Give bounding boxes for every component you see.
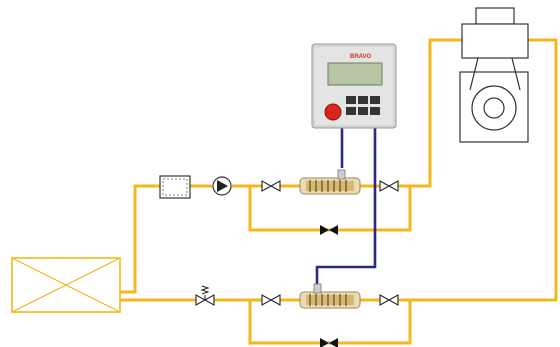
bowtie-valve-icon[interactable] (379, 180, 399, 192)
tank-box-icon (11, 257, 121, 313)
exchanger-coil-icon (299, 283, 361, 309)
red-stop-icon[interactable] (324, 103, 342, 121)
bowtie-valve-icon[interactable] (261, 294, 281, 306)
pump-triangle-icon (212, 176, 232, 196)
bowtie-valve-icon[interactable] (379, 294, 399, 306)
compressor-icon (459, 7, 529, 143)
bowtie-valve-icon[interactable] (261, 180, 281, 192)
keypad-icon[interactable] (346, 96, 380, 115)
filter-box-icon (159, 175, 191, 199)
controller-panel[interactable]: BRAVO (311, 43, 397, 129)
pipe-supply-riser (120, 184, 160, 294)
brand-label: BRAVO (350, 54, 372, 60)
lcd-screen (327, 62, 383, 86)
pipe-lower-main (120, 38, 558, 302)
cable-lower-exchanger (315, 124, 377, 284)
solid-bowtie-icon[interactable] (320, 338, 338, 347)
spring-relief-valve-icon[interactable] (195, 285, 215, 306)
solid-bowtie-icon[interactable] (320, 225, 338, 235)
exchanger-coil-icon (299, 169, 361, 195)
pipe-upper-main (280, 38, 462, 188)
control-cables (315, 124, 377, 284)
